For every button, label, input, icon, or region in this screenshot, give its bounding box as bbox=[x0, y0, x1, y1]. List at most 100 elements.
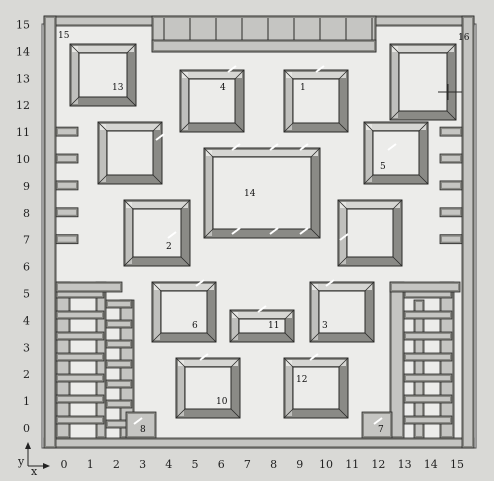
wall-segment bbox=[44, 16, 56, 448]
room-box bbox=[176, 358, 240, 418]
wall-segment bbox=[106, 360, 132, 368]
room-label-15: 15 bbox=[58, 31, 70, 41]
room-label-1: 1 bbox=[300, 83, 306, 93]
room-label-2: 2 bbox=[166, 242, 172, 252]
wall-segment bbox=[56, 353, 104, 361]
wall-segment bbox=[404, 332, 452, 340]
wall-segment bbox=[440, 208, 462, 217]
wall-segment bbox=[152, 40, 376, 52]
room-label-10: 10 bbox=[216, 397, 228, 407]
wall-segment bbox=[106, 340, 132, 348]
wall-segment bbox=[56, 282, 122, 292]
wall-segment bbox=[56, 416, 104, 424]
room-box bbox=[284, 358, 348, 418]
x-tick-label: 14 bbox=[424, 458, 438, 471]
y-tick-label: 7 bbox=[23, 234, 30, 247]
x-tick-label: 9 bbox=[296, 458, 303, 471]
room-label-6: 6 bbox=[192, 321, 198, 331]
wall-segment bbox=[56, 208, 78, 217]
x-tick-label: 10 bbox=[319, 458, 333, 471]
room-label-11: 11 bbox=[268, 321, 279, 331]
room-label-12: 12 bbox=[296, 375, 307, 385]
y-tick-label: 12 bbox=[16, 99, 30, 112]
wall-segment bbox=[390, 282, 460, 292]
x-tick-label: 13 bbox=[398, 458, 412, 471]
x-tick-label: 2 bbox=[113, 458, 120, 471]
wall-segment bbox=[106, 400, 132, 408]
y-tick-label: 3 bbox=[23, 341, 30, 354]
room-box bbox=[364, 122, 428, 184]
x-tick-label: 6 bbox=[218, 458, 225, 471]
x-tick-label: 12 bbox=[371, 458, 385, 471]
wall-segment bbox=[56, 127, 78, 136]
y-tick-label: 13 bbox=[16, 72, 30, 85]
wall-segment bbox=[362, 412, 392, 438]
room-box bbox=[180, 70, 244, 132]
wall-segment bbox=[56, 235, 78, 244]
room-box bbox=[390, 44, 456, 120]
y-tick-label: 4 bbox=[23, 314, 30, 327]
x-axis-label: x bbox=[31, 465, 38, 478]
wall-segment bbox=[440, 154, 462, 163]
room-box bbox=[310, 282, 374, 342]
room-label-3: 3 bbox=[322, 321, 328, 331]
room-box bbox=[124, 200, 190, 266]
room-box bbox=[230, 310, 294, 342]
x-tick-label: 4 bbox=[165, 458, 172, 471]
wall-segment bbox=[440, 235, 462, 244]
room-label-7: 7 bbox=[378, 425, 384, 435]
y-tick-label: 15 bbox=[16, 19, 30, 32]
wall-segment bbox=[404, 311, 452, 319]
room-box bbox=[338, 200, 402, 266]
wall-segment bbox=[56, 332, 104, 340]
room-label-4: 4 bbox=[220, 83, 226, 93]
y-axis-label: y bbox=[17, 455, 25, 468]
wall-segment bbox=[56, 374, 104, 382]
x-tick-label: 3 bbox=[139, 458, 146, 471]
wall-segment bbox=[56, 154, 78, 163]
x-tick-label: 7 bbox=[244, 458, 251, 471]
wall-segment bbox=[404, 374, 452, 382]
room-label-13: 13 bbox=[112, 83, 124, 93]
y-tick-label: 9 bbox=[23, 180, 30, 193]
y-tick-label: 6 bbox=[23, 261, 30, 274]
wall-segment bbox=[404, 353, 452, 361]
x-tick-label: 1 bbox=[87, 458, 94, 471]
y-tick-label: 1 bbox=[23, 395, 30, 408]
wall-segment bbox=[440, 127, 462, 136]
y-axis-ticks: 1514131211109876543210 bbox=[16, 19, 30, 436]
x-tick-label: 11 bbox=[345, 458, 359, 471]
room-box bbox=[152, 282, 216, 342]
x-tick-label: 0 bbox=[61, 458, 68, 471]
wall-segment bbox=[44, 438, 474, 448]
wall-segment bbox=[56, 311, 104, 319]
room-box bbox=[284, 70, 348, 132]
y-tick-label: 10 bbox=[16, 153, 30, 166]
y-tick-label: 2 bbox=[23, 368, 30, 381]
room-box bbox=[70, 44, 136, 106]
y-tick-label: 14 bbox=[16, 45, 30, 58]
room-box bbox=[98, 122, 162, 184]
wall-segment bbox=[106, 300, 132, 308]
wall-segment bbox=[106, 320, 132, 328]
wall-segment bbox=[404, 395, 452, 403]
wall-segment bbox=[462, 16, 474, 448]
room-label-5: 5 bbox=[380, 162, 386, 172]
y-tick-label: 0 bbox=[23, 422, 30, 435]
x-tick-label: 8 bbox=[270, 458, 277, 471]
wall-segment bbox=[440, 181, 462, 190]
wall-segment bbox=[404, 416, 452, 424]
wall-segment bbox=[56, 181, 78, 190]
wall-segment bbox=[106, 380, 132, 388]
y-tick-label: 11 bbox=[16, 126, 30, 139]
room-label-16: 16 bbox=[458, 33, 470, 43]
room-label-8: 8 bbox=[140, 425, 146, 435]
y-tick-label: 5 bbox=[23, 288, 30, 301]
x-tick-label: 15 bbox=[450, 458, 464, 471]
room-label-14: 14 bbox=[244, 189, 256, 199]
room-box bbox=[204, 148, 320, 238]
y-tick-label: 8 bbox=[23, 207, 30, 220]
x-tick-label: 5 bbox=[192, 458, 199, 471]
